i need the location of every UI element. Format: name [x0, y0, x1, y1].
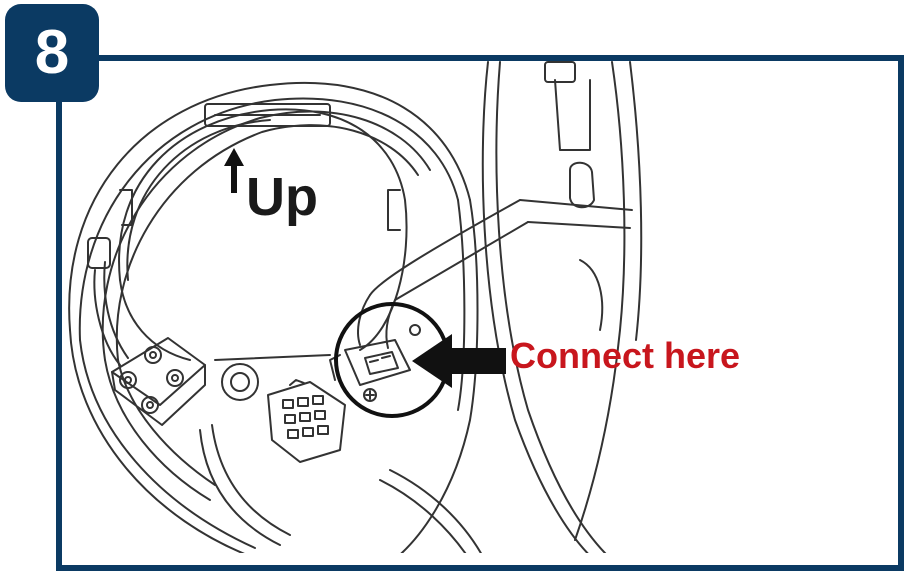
cable-channel-left: [87, 237, 129, 366]
housing-outer: [68, 81, 479, 553]
terminal-block-left: [111, 337, 206, 426]
arrow-up-icon: [224, 148, 244, 193]
ribbon-cable: [357, 199, 633, 349]
arrow-left-icon: [412, 334, 506, 388]
connector-block: [267, 379, 346, 463]
step-number-badge: 8: [5, 4, 99, 102]
mounting-plate: [118, 103, 408, 361]
center-post: [214, 354, 331, 401]
connect-here-label: Connect here: [510, 335, 741, 376]
hinged-cover: [481, 61, 643, 553]
cable-bundle: [199, 424, 482, 553]
up-label: Up: [246, 167, 318, 227]
